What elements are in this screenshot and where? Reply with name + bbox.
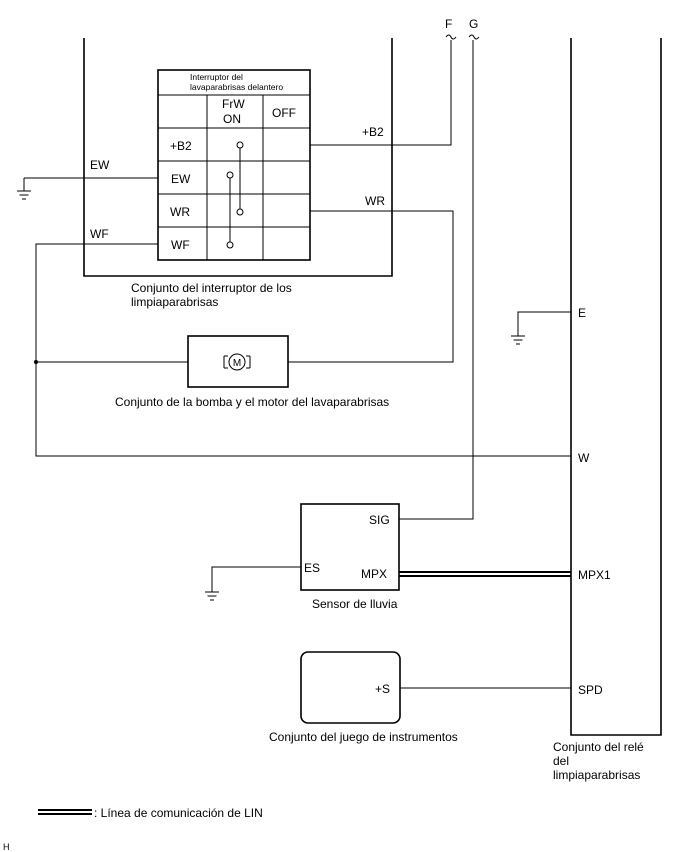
relay-pin-e: E [578, 306, 586, 320]
cluster-pin-s: +S [375, 682, 390, 696]
ground-icon [17, 178, 31, 200]
rain-sensor-box [300, 503, 400, 591]
washer-motor-caption: Conjunto de la bomba y el motor del lava… [115, 395, 389, 409]
col-off: OFF [272, 106, 296, 120]
col-frw-line2: ON [223, 112, 241, 126]
wiper-switch-assembly-box [83, 38, 393, 277]
relay-caption-line3: limpiaparabrisas [553, 768, 640, 782]
switch-title-line1: Interruptor del [190, 72, 243, 82]
washer-switch-table [157, 69, 311, 261]
ground-icon [511, 335, 525, 345]
connector-f-label: F [445, 17, 452, 31]
wiper-relay-box [570, 38, 662, 736]
legend-lin-text: : Línea de comunicación de LIN [94, 806, 263, 820]
motor-icon [223, 353, 251, 371]
sensor-pin-sig: SIG [369, 513, 390, 527]
wire-ew-label: EW [90, 158, 110, 172]
wiper-switch-caption-line2: limpiaparabrisas [131, 295, 218, 309]
rain-sensor-caption: Sensor de lluvia [312, 597, 398, 611]
wiper-switch-caption-line1: Conjunto del interruptor de los [131, 281, 292, 295]
lin-bus-line [399, 571, 571, 577]
relay-caption-line2: del [553, 754, 569, 768]
wire-es [211, 566, 301, 592]
switch-contacts [226, 141, 244, 249]
cluster-caption: Conjunto del juego de instrumentos [269, 730, 458, 744]
relay-pin-spd: SPD [578, 683, 603, 697]
legend-lin-symbol [38, 809, 92, 815]
connector-g-break [468, 34, 480, 40]
row-ew: EW [171, 172, 191, 186]
sensor-pin-mpx: MPX [361, 567, 387, 581]
wire-wr [288, 210, 454, 363]
wire-wr-label: WR [365, 194, 385, 208]
wire-relay-e [517, 311, 571, 336]
corner-mark: H [3, 842, 10, 852]
wire-sig [399, 40, 474, 520]
sensor-pin-es: ES [304, 561, 320, 575]
relay-caption-line1: Conjunto del relé [553, 740, 644, 754]
col-frw-line1: FrW [222, 97, 245, 111]
relay-pin-w: W [578, 451, 590, 465]
motor-symbol: M [233, 358, 241, 369]
switch-title-line2: lavaparabrisas delantero [190, 82, 283, 92]
ground-icon [205, 591, 219, 601]
row-wf: WF [171, 238, 190, 252]
washer-motor-box [187, 335, 289, 388]
connector-g-label: G [469, 17, 478, 31]
wire-wf [35, 243, 571, 457]
wire-b2 [310, 40, 452, 146]
wire-b2-label: +B2 [362, 125, 384, 139]
row-wr: WR [170, 205, 190, 219]
row-b2: +B2 [170, 139, 192, 153]
connector-f-break [445, 34, 457, 40]
wire-wf-label: WF [90, 227, 109, 241]
relay-pin-mpx1: MPX1 [578, 568, 611, 582]
